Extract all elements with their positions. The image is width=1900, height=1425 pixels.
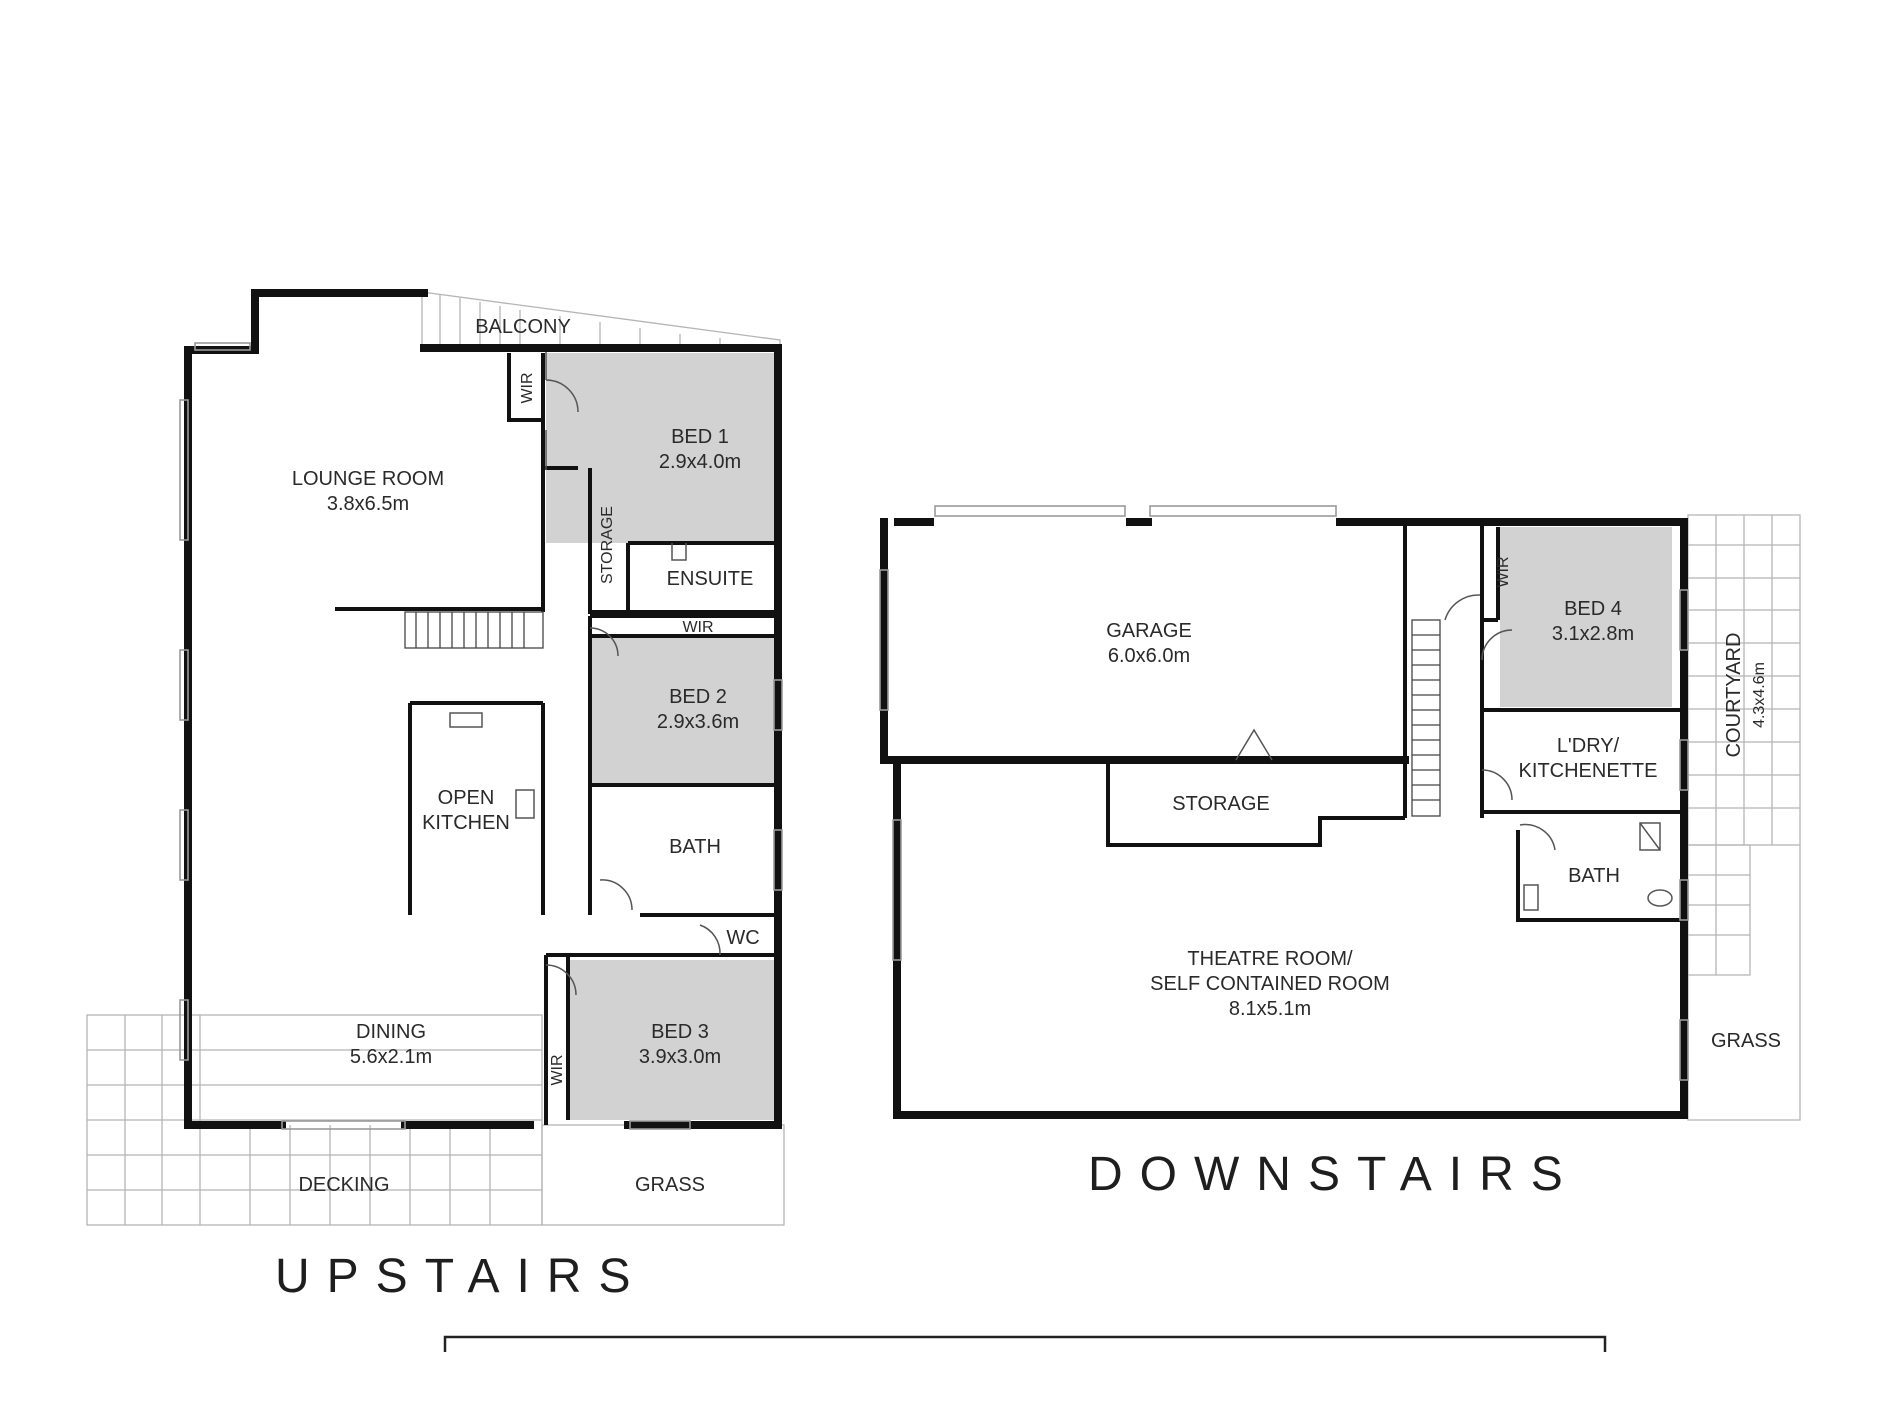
upstairs-doors [545, 352, 721, 996]
kitchen-label-2: KITCHEN [422, 812, 510, 834]
theatre-label-1: THEATRE ROOM/ [1187, 948, 1353, 970]
bed2-size: 2.9x3.6m [657, 711, 739, 733]
garage-size: 6.0x6.0m [1108, 645, 1190, 667]
bed4-size: 3.1x2.8m [1552, 623, 1634, 645]
wir-bed2-label: WIR [682, 619, 713, 636]
garage-label: GARAGE [1106, 620, 1192, 642]
theatre-size: 8.1x5.1m [1229, 998, 1311, 1020]
bed3-label: BED 3 [651, 1021, 709, 1043]
downstairs-grass-label: GRASS [1711, 1030, 1781, 1052]
storage-label: STORAGE [599, 506, 616, 584]
decking-paving [86, 1014, 543, 1226]
upstairs-plan: BALCONY LOUNGE ROOM 3.8x6.5m WIR BED 1 2… [86, 289, 785, 1303]
wir-bed3-label: WIR [549, 1054, 566, 1085]
downstairs-windows [879, 505, 1689, 1081]
laundry-label-1: L'DRY/ [1557, 735, 1620, 757]
courtyard-label: COURTYARD [1723, 633, 1745, 758]
downstairs-bath-label: BATH [1568, 865, 1620, 887]
courtyard-size: 4.3x4.6m [1751, 662, 1768, 728]
upstairs-stairs [404, 611, 544, 649]
downstairs-storage-label: STORAGE [1172, 793, 1269, 815]
downstairs-outer-walls [880, 518, 1688, 1119]
bed1-label: BED 1 [671, 426, 729, 448]
wc-label: WC [726, 927, 759, 949]
bottom-border-strip [443, 1335, 1607, 1352]
wir-bed1-label: WIR [519, 372, 536, 403]
dining-size: 5.6x2.1m [350, 1046, 432, 1068]
balcony-label: BALCONY [475, 316, 571, 338]
lounge-room-size: 3.8x6.5m [327, 493, 409, 515]
theatre-label-2: SELF CONTAINED ROOM [1150, 973, 1390, 995]
lounge-room-label: LOUNGE ROOM [292, 468, 444, 490]
kitchen-label-1: OPEN [438, 787, 495, 809]
bed1-floor [546, 353, 776, 543]
upstairs-bath-label: BATH [669, 836, 721, 858]
downstairs-interior-walls [1106, 525, 1684, 922]
upstairs-windows [179, 342, 783, 1130]
downstairs-plan: GARAGE 6.0x6.0m STORAGE WIR BED 4 3.1x2.… [879, 505, 1801, 1201]
bed1-size: 2.9x4.0m [659, 451, 741, 473]
bed3-floor [570, 960, 776, 1120]
bed4-floor [1500, 527, 1672, 707]
bed3-size: 3.9x3.0m [639, 1046, 721, 1068]
upstairs-title: UPSTAIRS [275, 1250, 647, 1303]
downstairs-stairs [1411, 619, 1441, 817]
bed4-label: BED 4 [1564, 598, 1622, 620]
downstairs-title: DOWNSTAIRS [1088, 1148, 1580, 1201]
dining-label: DINING [356, 1021, 426, 1043]
bed2-floor [590, 637, 776, 785]
decking-label: DECKING [298, 1174, 389, 1196]
bed2-label: BED 2 [669, 686, 727, 708]
wir-bed4-label: WIR [1495, 556, 1512, 587]
laundry-label-2: KITCHENETTE [1519, 760, 1658, 782]
upstairs-interior-walls [335, 353, 778, 1125]
kitchen-fixtures [449, 712, 535, 819]
downstairs-doors [1235, 594, 1673, 911]
ensuite-label: ENSUITE [667, 568, 754, 590]
upstairs-grass-label: GRASS [635, 1174, 705, 1196]
